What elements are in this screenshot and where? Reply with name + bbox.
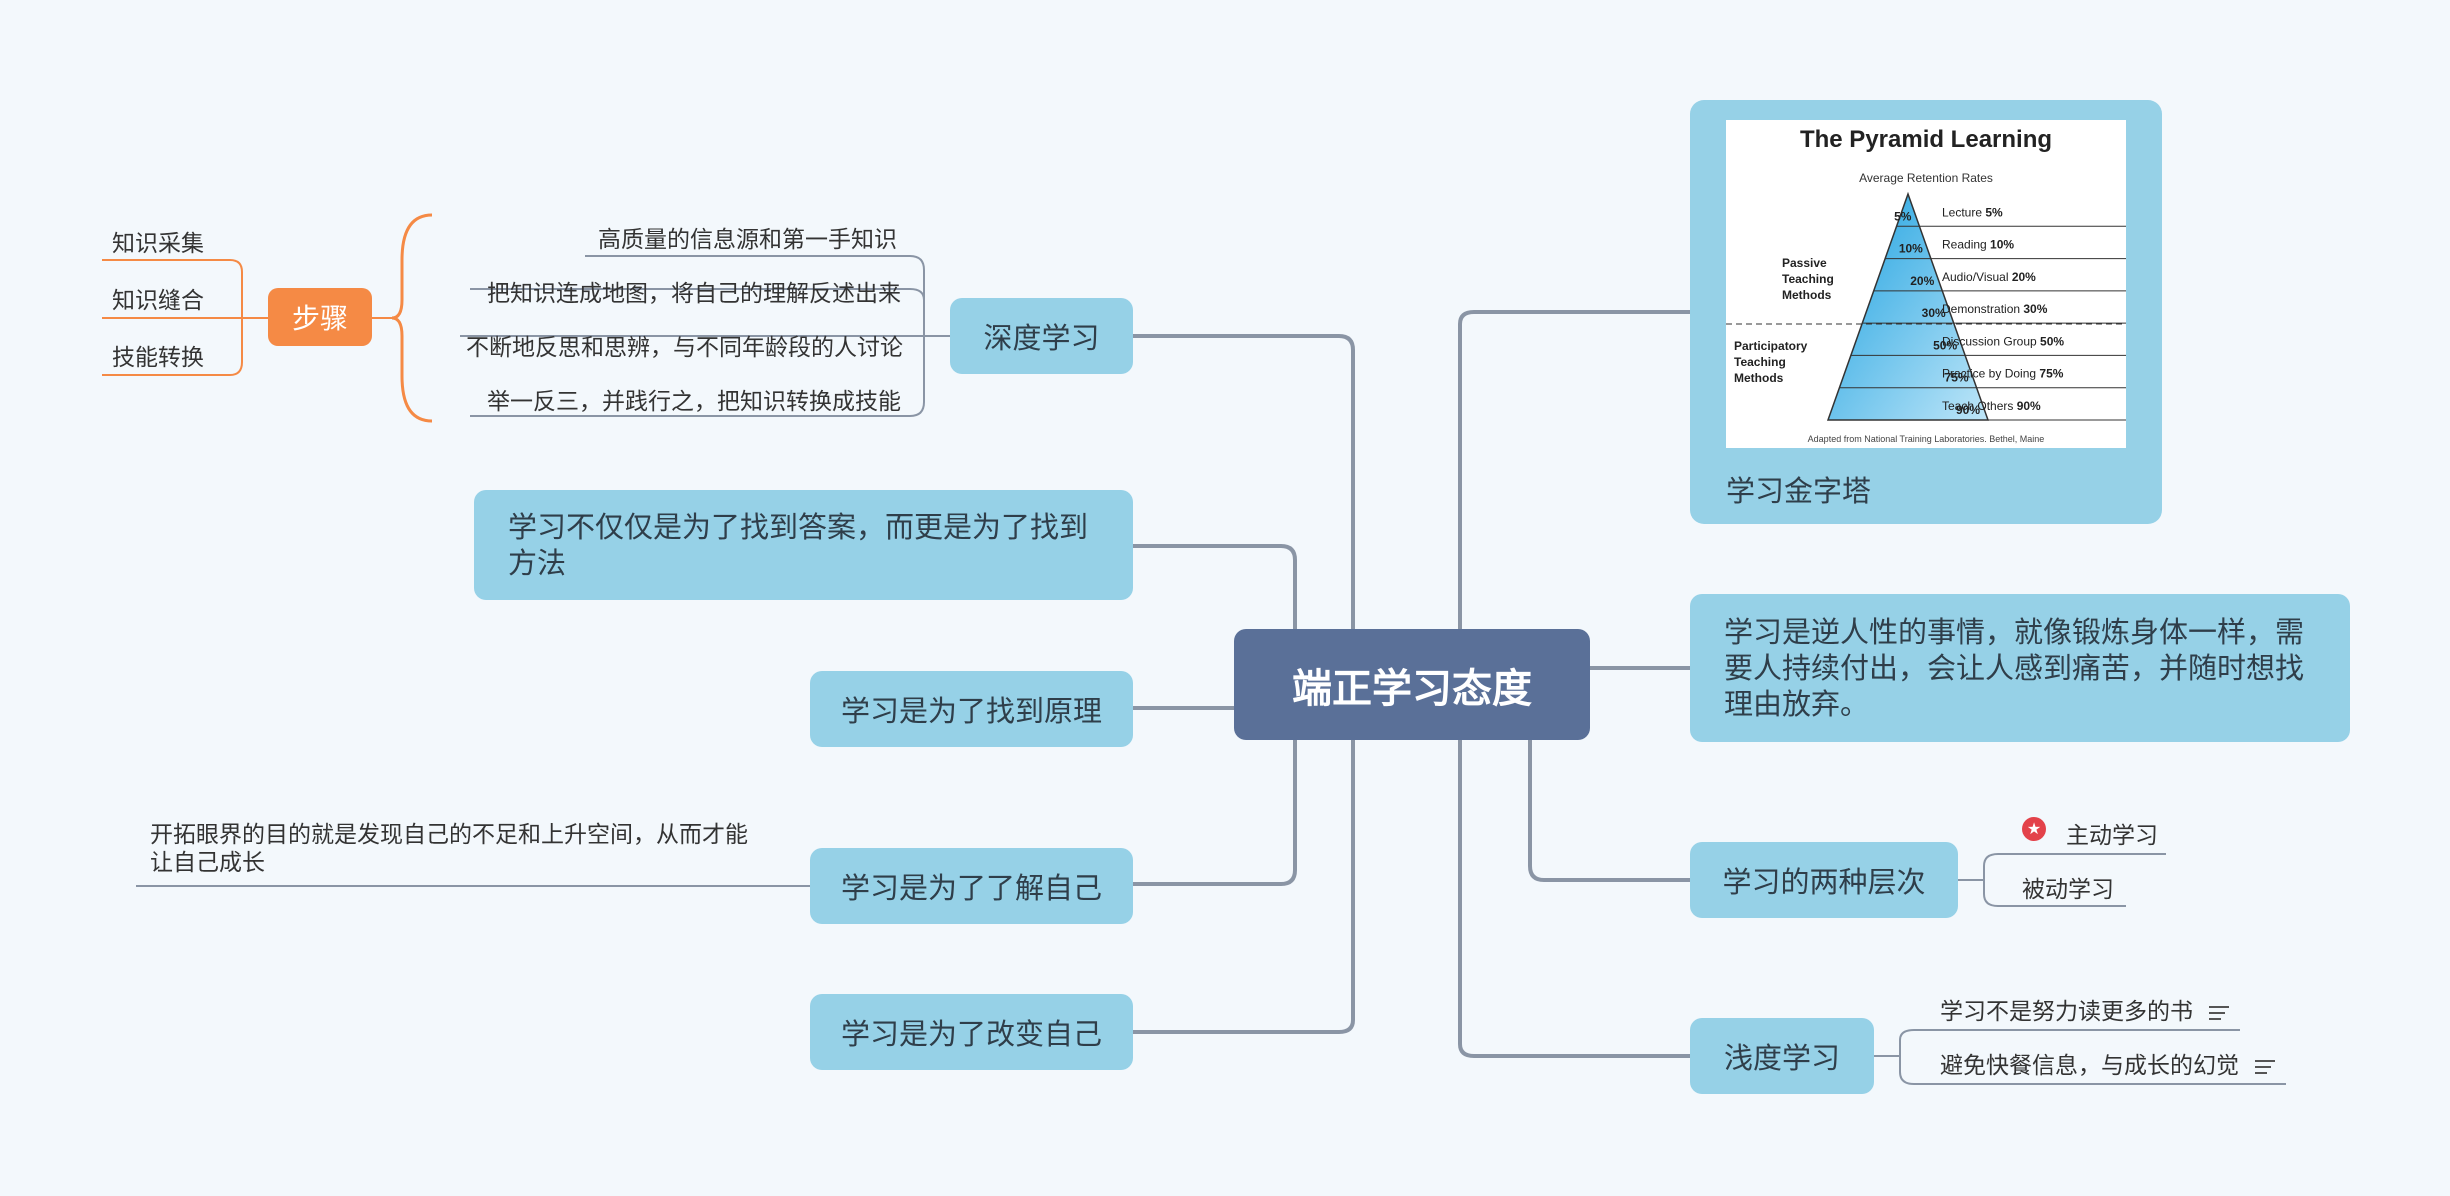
pyramid-row-label: Discussion Group 50% [1942, 334, 2064, 348]
deep-learning-item[interactable]: 不断地反思和思辨，与不同年龄段的人讨论 [466, 335, 903, 361]
topic-find-principle[interactable]: 学习是为了找到原理 [810, 671, 1133, 747]
pyramid-row-label-text: Audio/Visual [1942, 270, 2012, 284]
shallow-item[interactable]: 避免快餐信息，与成长的幻觉 [1940, 1046, 2275, 1080]
topic-change-self[interactable]: 学习是为了改变自己 [810, 994, 1133, 1070]
central-topic[interactable]: 端正学习态度 [1234, 629, 1590, 740]
pyramid-row-label-text: Teach Others [1942, 399, 2017, 413]
star-icon: ★ [2022, 817, 2046, 841]
pyramid-row-value: 5% [1985, 205, 2003, 219]
pyramid-subtitle: Average Retention Rates [1859, 171, 1993, 185]
participatory-line: Teaching [1734, 355, 1786, 369]
pyramid-row-label-text: Lecture [1942, 205, 1985, 219]
pyramid-row-label: Lecture 5% [1942, 205, 2003, 219]
pyramid-row-value: 50% [2040, 334, 2064, 348]
participatory-line: Participatory [1734, 339, 1808, 353]
steps-label[interactable]: 步骤 [268, 288, 372, 346]
pyramid-row-label: Audio/Visual 20% [1942, 270, 2036, 284]
pyramid-row-label: Practice by Doing 75% [1942, 367, 2064, 381]
pyramid-row-percent: 90% [1956, 403, 1980, 417]
pyramid-chart: The Pyramid Learning Average Retention R… [1726, 126, 2126, 444]
passive-line: Passive [1782, 256, 1827, 270]
shallow-item-label: 避免快餐信息，与成长的幻觉 [1940, 1053, 2239, 1079]
pyramid-row-label: Teach Others 90% [1942, 399, 2041, 413]
note-icon[interactable] [2255, 1056, 2275, 1078]
pyramid-row-label: Demonstration 30% [1942, 302, 2048, 316]
participatory-line: Methods [1734, 371, 1784, 385]
topic-find-method[interactable]: 学习不仅仅是为了找到答案，而更是为了找到方法 [474, 490, 1133, 600]
step-item[interactable]: 知识缝合 [112, 288, 204, 314]
pyramid-row-percent: 20% [1910, 274, 1934, 288]
deep-learning-item[interactable]: 举一反三，并践行之，把知识转换成技能 [487, 389, 901, 415]
pyramid-row-value: 30% [2023, 302, 2047, 316]
topic-two-levels[interactable]: 学习的两种层次 [1690, 842, 1958, 918]
note-icon[interactable] [2209, 1002, 2229, 1024]
pyramid-title: The Pyramid Learning [1800, 126, 2052, 153]
pyramid-row-label: Reading 10% [1942, 238, 2014, 252]
pyramid-row-value: 10% [1990, 238, 2014, 252]
passive-line: Teaching [1782, 272, 1834, 286]
pyramid-image: The Pyramid Learning Average Retention R… [1726, 120, 2126, 448]
know-self-note[interactable]: 开拓眼界的目的就是发现自己的不足和上升空间，从而才能让自己成长 [150, 822, 748, 876]
topic-know-self[interactable]: 学习是为了了解自己 [810, 848, 1133, 924]
deep-learning-item[interactable]: 高质量的信息源和第一手知识 [598, 227, 897, 253]
pyramid-row-label-text: Discussion Group [1942, 334, 2040, 348]
pyramid-row-label-text: Demonstration [1942, 302, 2023, 316]
pyramid-row-label-text: Reading [1942, 238, 1990, 252]
pyramid-row-value: 20% [2012, 270, 2036, 284]
topic-against-nature[interactable]: 学习是逆人性的事情，就像锻炼身体一样，需要人持续付出，会让人感到痛苦，并随时想找… [1690, 594, 2350, 742]
pyramid-row-percent: 5% [1894, 209, 1912, 223]
two-levels-item[interactable]: 被动学习 [2022, 877, 2114, 903]
passive-line: Methods [1782, 288, 1832, 302]
shallow-item[interactable]: 学习不是努力读更多的书 [1940, 992, 2229, 1026]
pyramid-caption[interactable]: 学习金字塔 [1726, 474, 1872, 508]
pyramid-row-value: 90% [2017, 399, 2041, 413]
step-item[interactable]: 技能转换 [112, 345, 204, 371]
pyramid-row-value: 75% [2039, 367, 2063, 381]
deep-learning-item[interactable]: 把知识连成地图，将自己的理解反述出来 [487, 281, 901, 307]
pyramid-row-percent: 30% [1922, 306, 1946, 320]
topic-shallow-learning[interactable]: 浅度学习 [1690, 1018, 1874, 1094]
pyramid-row-percent: 10% [1899, 242, 1923, 256]
topic-deep-learning[interactable]: 深度学习 [950, 298, 1133, 374]
pyramid-row-percent: 75% [1945, 371, 1969, 385]
pyramid-row-percent: 50% [1933, 338, 1957, 352]
two-levels-item[interactable]: 主动学习 [2066, 823, 2158, 849]
shallow-item-label: 学习不是努力读更多的书 [1940, 999, 2193, 1025]
step-item[interactable]: 知识采集 [112, 231, 204, 257]
pyramid-row-label-text: Practice by Doing [1942, 367, 2039, 381]
pyramid-source: Adapted from National Training Laborator… [1808, 434, 2045, 444]
